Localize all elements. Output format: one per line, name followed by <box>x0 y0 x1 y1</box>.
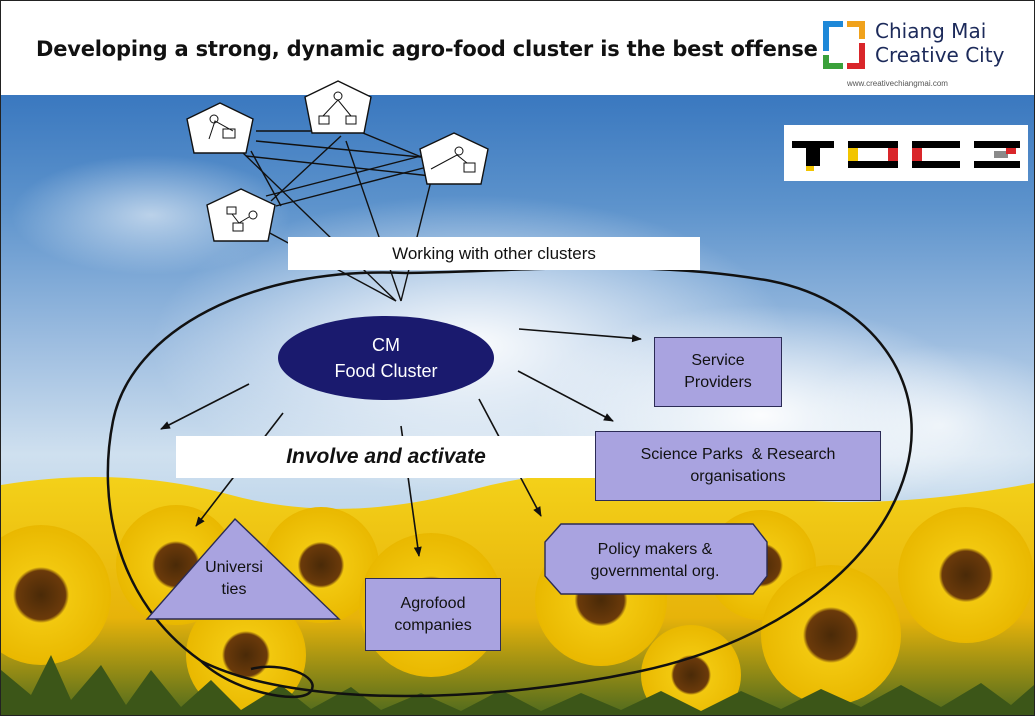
partner-cluster-2-icon <box>304 80 372 134</box>
cm-food-cluster-line2: Food Cluster <box>334 361 438 381</box>
tdcz-logo-icon <box>792 141 1020 171</box>
slide-title: Developing a strong, dynamic agro-food c… <box>36 37 818 61</box>
science-parks-box: Science Parks & Research organisations <box>595 431 881 501</box>
involve-and-activate-banner: Involve and activate <box>176 436 596 478</box>
policy-makers-label: Policy makers & governmental org. <box>553 539 757 583</box>
universities-line2: ties <box>221 581 247 598</box>
cluster-network-lines <box>240 125 442 302</box>
logo-text-line1: Chiang Mai <box>875 19 987 43</box>
tdcz-partner-logo <box>784 125 1028 181</box>
policy-makers-shape <box>544 523 768 595</box>
logo-text-line2: Creative City <box>875 43 1005 67</box>
logo-url: www.creativechiangmai.com <box>847 79 948 88</box>
partner-cluster-pentagons <box>186 80 489 242</box>
agrofood-companies-box: Agrofood companies <box>365 578 501 651</box>
science-parks-line1: Science Parks & Research <box>640 446 836 463</box>
cm-food-cluster-node: CM Food Cluster <box>278 316 494 400</box>
universities-shape <box>145 517 341 620</box>
logo-mark-icon <box>823 21 865 69</box>
partner-cluster-4-icon <box>206 188 276 242</box>
policy-makers-line1: Policy makers & <box>597 541 713 558</box>
cluster-boundary-loop <box>106 266 913 699</box>
universities-line1: Universi <box>205 559 263 576</box>
policy-makers-line2: governmental org. <box>590 563 720 580</box>
partner-cluster-1-icon <box>186 102 254 154</box>
chiang-mai-creative-city-logo: Chiang Mai Creative City www.creativechi… <box>823 19 1023 93</box>
agrofood-companies-line1: Agrofood <box>400 594 466 612</box>
partner-cluster-3-icon <box>419 132 489 185</box>
service-providers-box: Service Providers <box>654 337 782 407</box>
agrofood-companies-line2: companies <box>394 616 472 634</box>
service-providers-line2: Providers <box>684 374 752 391</box>
science-parks-line2: organisations <box>690 468 786 485</box>
cm-food-cluster-line1: CM <box>372 335 400 355</box>
service-providers-line1: Service <box>691 352 745 369</box>
slide-header: Developing a strong, dynamic agro-food c… <box>1 1 1034 95</box>
working-with-other-clusters-banner: Working with other clusters <box>288 237 700 270</box>
universities-label: Universi ties <box>197 557 271 601</box>
